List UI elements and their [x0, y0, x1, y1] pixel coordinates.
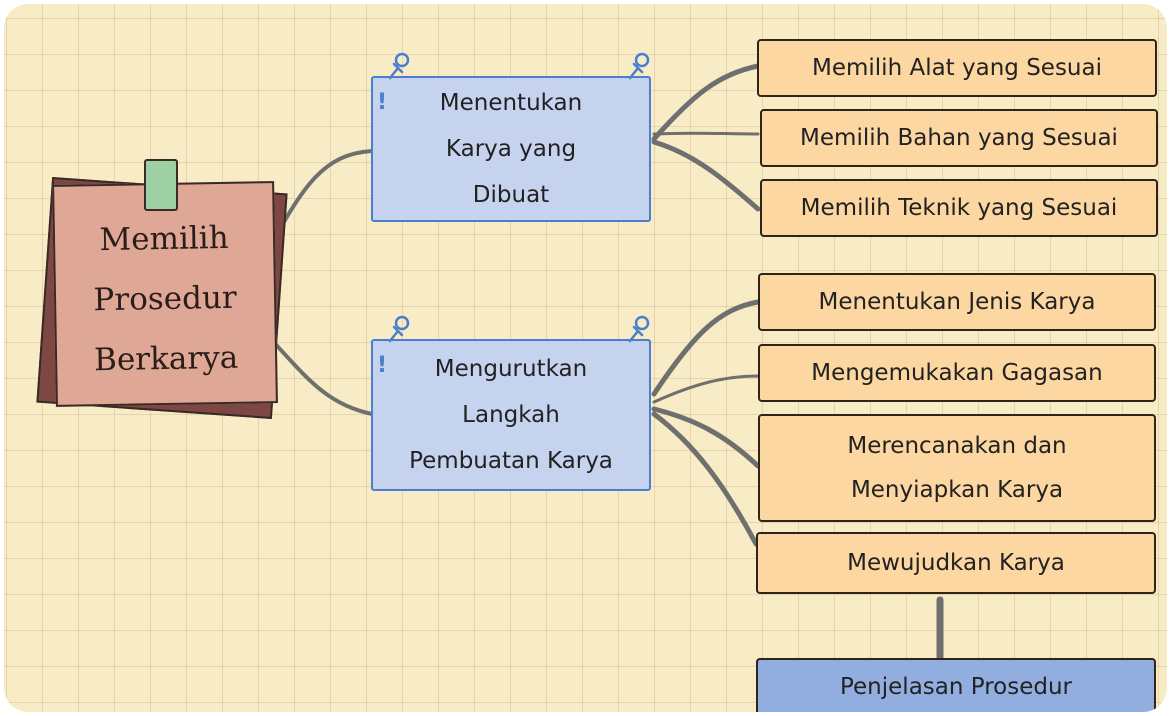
leaf-node: Memilih Alat yang Sesuai	[757, 39, 1157, 97]
branch-2-label: Mengurutkan Langkah Pembuatan Karya	[409, 356, 613, 474]
connector-branch2-leaf2	[652, 374, 760, 404]
connector-lines	[264, 63, 944, 661]
leaf-node: Memilih Teknik yang Sesuai	[760, 179, 1158, 237]
root-label: Memilih Prosedur Berkarya	[93, 219, 239, 379]
leaf-node: Merencanakan dan Menyiapkan Karya	[758, 414, 1156, 522]
branch-node-2: ! Mengurutkan Langkah Pembuatan Karya	[371, 339, 651, 491]
pin-icon	[628, 315, 650, 343]
connector-branch2-leaf1	[651, 299, 761, 397]
pin-icon	[388, 315, 410, 343]
branch-node-1: ! Menentukan Karya yang Dibuat	[371, 76, 651, 222]
connector-branch2-leaf3	[651, 406, 761, 469]
mind-map-board: Memilih Prosedur Berkarya ! Menentukan K…	[4, 4, 1167, 712]
pin-icon	[388, 52, 410, 80]
tape-icon	[144, 159, 178, 211]
leaf-node: Mengemukakan Gagasan	[758, 344, 1156, 402]
root-note-front: Memilih Prosedur Berkarya	[52, 181, 278, 407]
branch-1-label: Menentukan Karya yang Dibuat	[439, 90, 583, 208]
exclamation-icon: !	[377, 353, 388, 378]
connector-branch1-leaf1	[651, 63, 761, 142]
connector-branch2-leaf4	[651, 411, 759, 547]
exclamation-icon: !	[377, 90, 388, 115]
leaf-node: Mewujudkan Karya	[756, 532, 1156, 594]
root-note: Memilih Prosedur Berkarya	[36, 159, 288, 419]
leaf-node: Menentukan Jenis Karya	[758, 273, 1156, 331]
connector-branch1-leaf3	[651, 139, 761, 212]
connector-branch1-leaf2	[652, 131, 760, 136]
connector-root-branch-2	[264, 332, 374, 416]
pin-icon	[628, 52, 650, 80]
footer-node: Penjelasan Prosedur	[756, 658, 1156, 712]
leaf-node: Memilih Bahan yang Sesuai	[760, 109, 1158, 167]
